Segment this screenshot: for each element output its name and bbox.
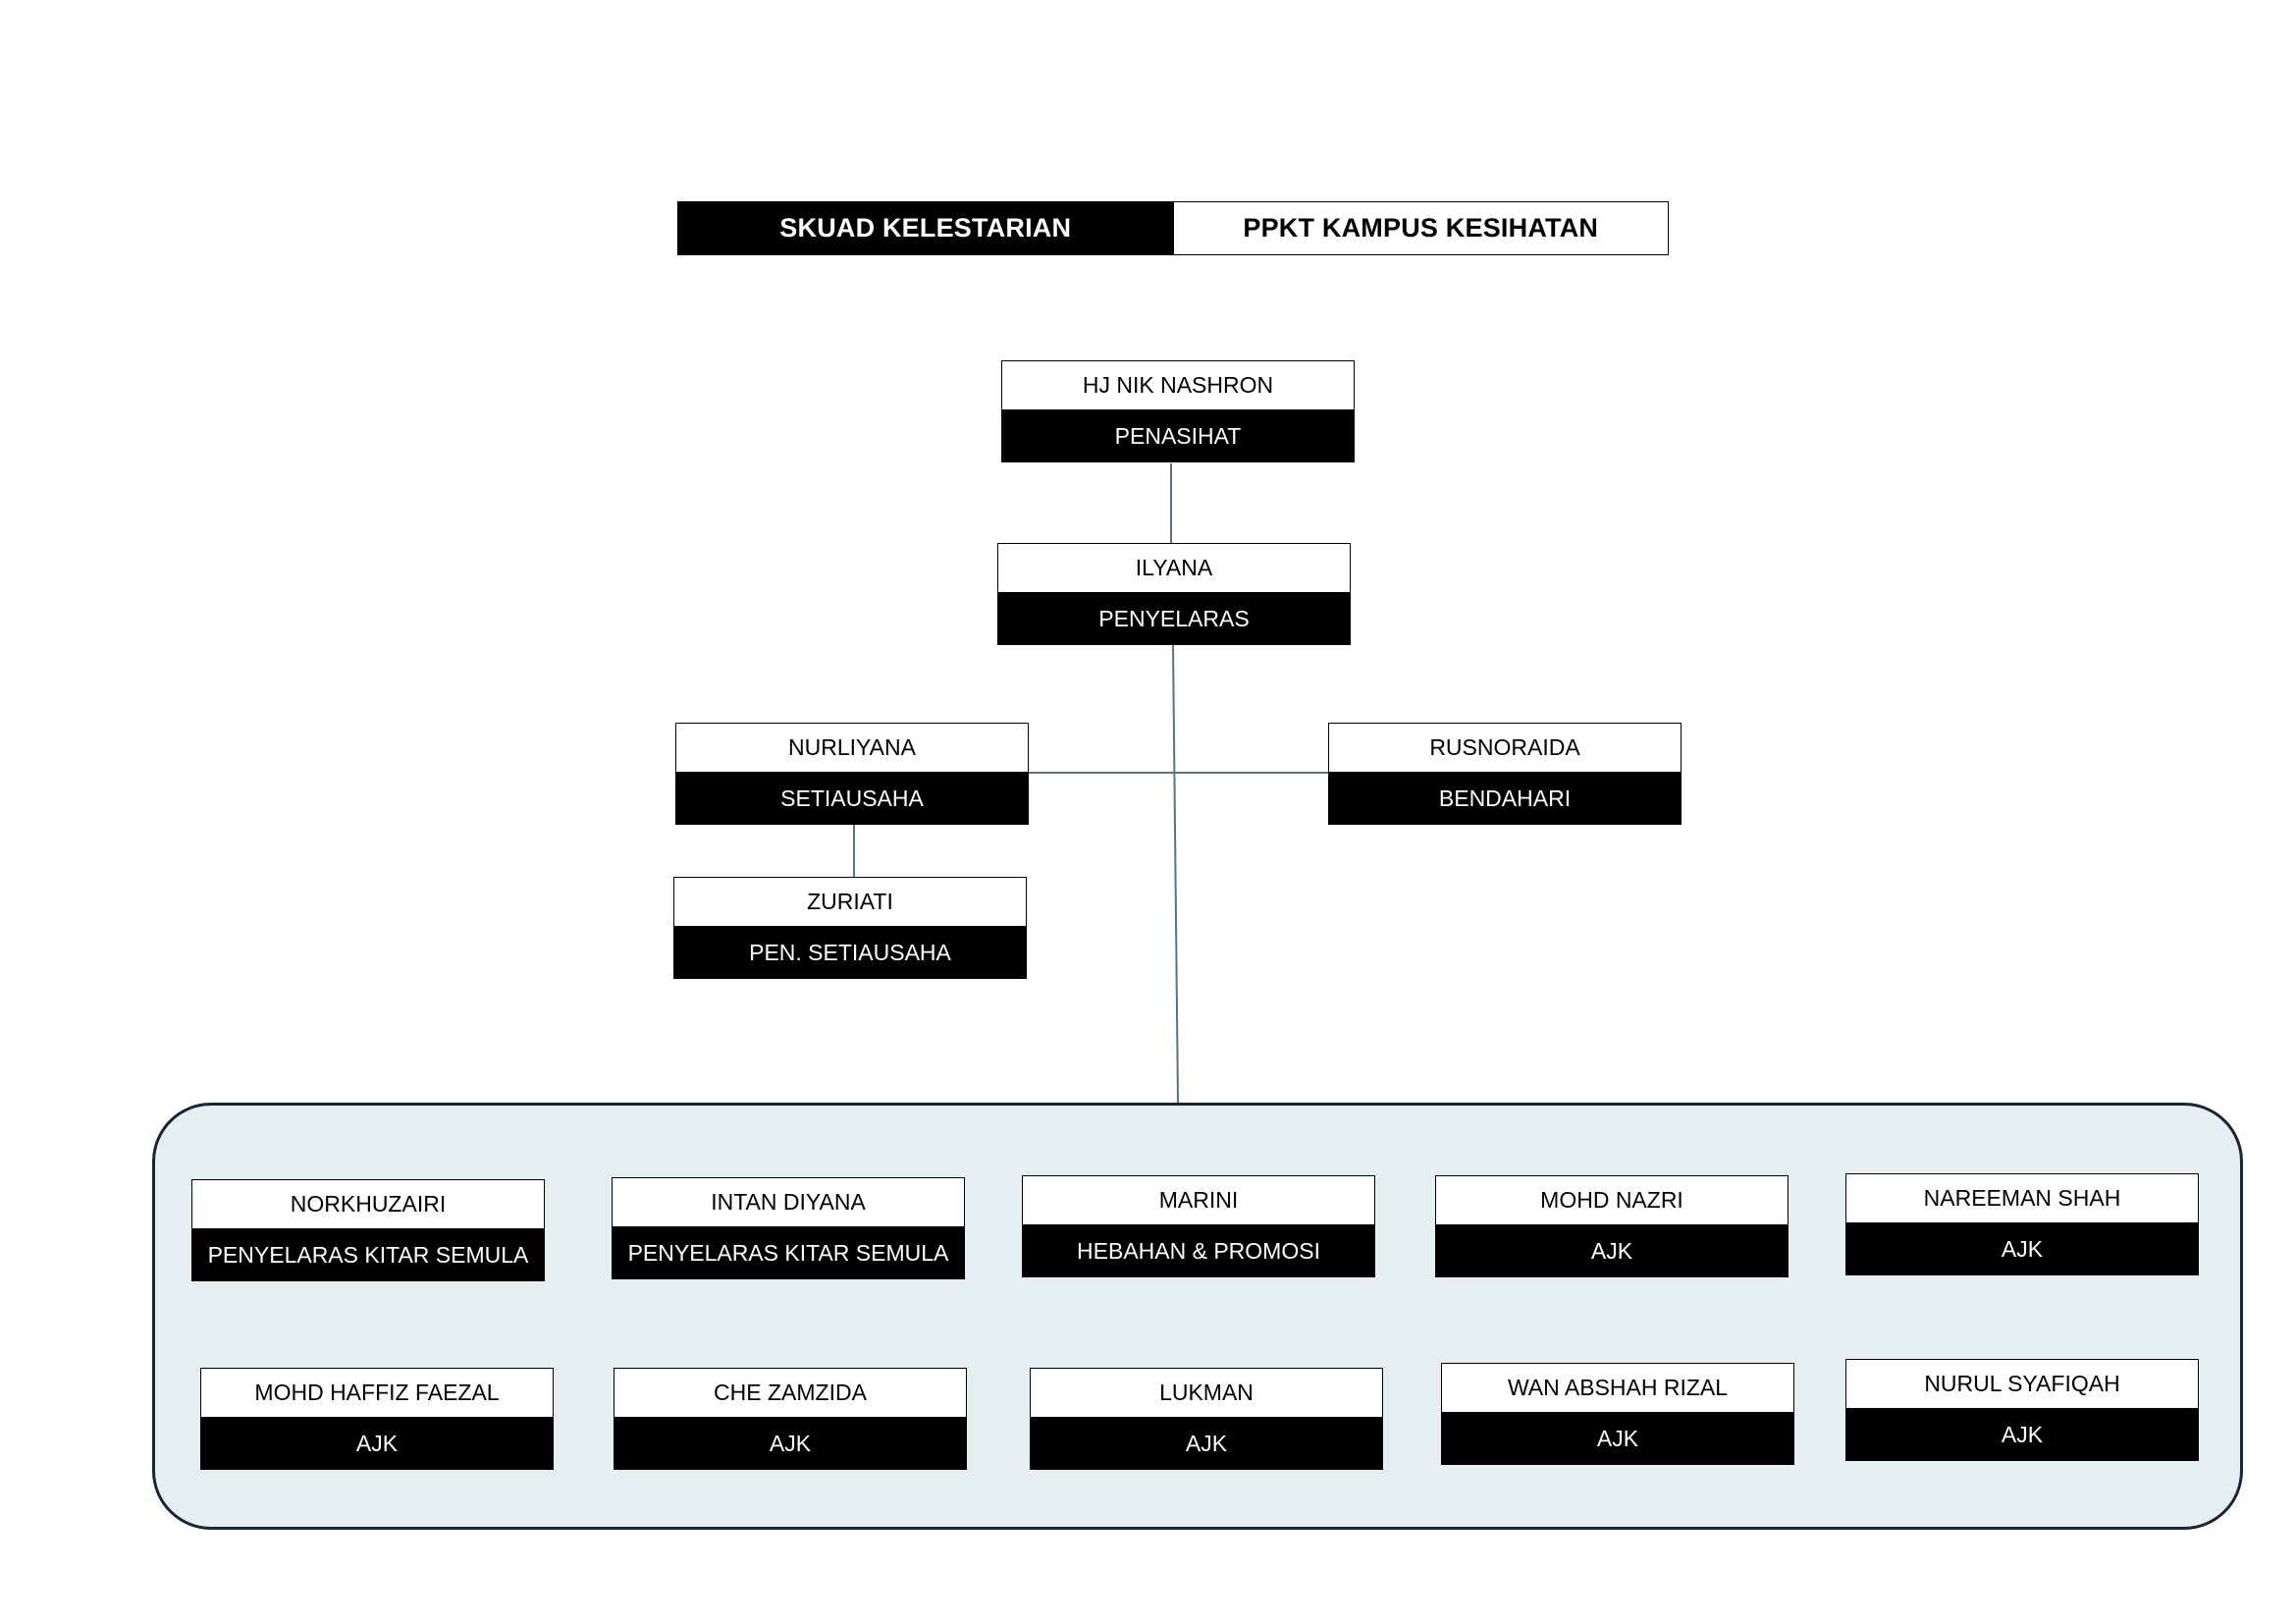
card-role: AJK [200,1417,554,1470]
card-name: NURUL SYAFIQAH [1845,1359,2199,1408]
card-role: SETIAUSAHA [675,772,1029,825]
card-role: AJK [1435,1224,1789,1277]
card-committee: NURUL SYAFIQAH AJK [1845,1359,2199,1461]
card-role: AJK [1845,1222,2199,1275]
card-committee: CHE ZAMZIDA AJK [614,1368,967,1470]
card-committee: LUKMAN AJK [1030,1368,1383,1470]
card-penasihat: HJ NIK NASHRON PENASIHAT [1001,360,1355,462]
card-role: PENASIHAT [1001,409,1355,462]
card-name: INTAN DIYANA [612,1177,965,1226]
card-name: MARINI [1022,1175,1375,1224]
card-name: RUSNORAIDA [1328,723,1682,772]
title-left: SKUAD KELESTARIAN [678,202,1173,254]
card-role: PENYELARAS [997,592,1351,645]
card-role: AJK [1030,1417,1383,1470]
card-committee: WAN ABSHAH RIZAL AJK [1441,1363,1794,1465]
card-penyelaras: ILYANA PENYELARAS [997,543,1351,645]
card-role: BENDAHARI [1328,772,1682,825]
card-name: MOHD HAFFIZ FAEZAL [200,1368,554,1417]
card-bendahari: RUSNORAIDA BENDAHARI [1328,723,1682,825]
card-role: PENYELARAS KITAR SEMULA [612,1226,965,1279]
card-role: AJK [614,1417,967,1470]
card-role: PENYELARAS KITAR SEMULA [191,1228,545,1281]
card-name: WAN ABSHAH RIZAL [1441,1363,1794,1412]
card-role: AJK [1441,1412,1794,1465]
connector-penyelaras-committee [1172,644,1179,1104]
card-name: ZURIATI [673,877,1027,926]
card-name: ILYANA [997,543,1351,592]
card-role: PEN. SETIAUSAHA [673,926,1027,979]
card-name: CHE ZAMZIDA [614,1368,967,1417]
card-committee: INTAN DIYANA PENYELARAS KITAR SEMULA [612,1177,965,1279]
card-name: NURLIYANA [675,723,1029,772]
card-name: NORKHUZAIRI [191,1179,545,1228]
card-name: MOHD NAZRI [1435,1175,1789,1224]
card-role: HEBAHAN & PROMOSI [1022,1224,1375,1277]
card-committee: MOHD NAZRI AJK [1435,1175,1789,1277]
card-committee: MARINI HEBAHAN & PROMOSI [1022,1175,1375,1277]
card-name: LUKMAN [1030,1368,1383,1417]
card-name: HJ NIK NASHRON [1001,360,1355,409]
card-committee: NORKHUZAIRI PENYELARAS KITAR SEMULA [191,1179,545,1281]
card-role: AJK [1845,1408,2199,1461]
card-pen-setiausaha: ZURIATI PEN. SETIAUSAHA [673,877,1027,979]
card-committee: NAREEMAN SHAH AJK [1845,1173,2199,1275]
card-name: NAREEMAN SHAH [1845,1173,2199,1222]
card-committee: MOHD HAFFIZ FAEZAL AJK [200,1368,554,1470]
title-right: PPKT KAMPUS KESIHATAN [1172,202,1668,254]
card-setiausaha: NURLIYANA SETIAUSAHA [675,723,1029,825]
title-bar: SKUAD KELESTARIAN PPKT KAMPUS KESIHATAN [677,201,1669,255]
